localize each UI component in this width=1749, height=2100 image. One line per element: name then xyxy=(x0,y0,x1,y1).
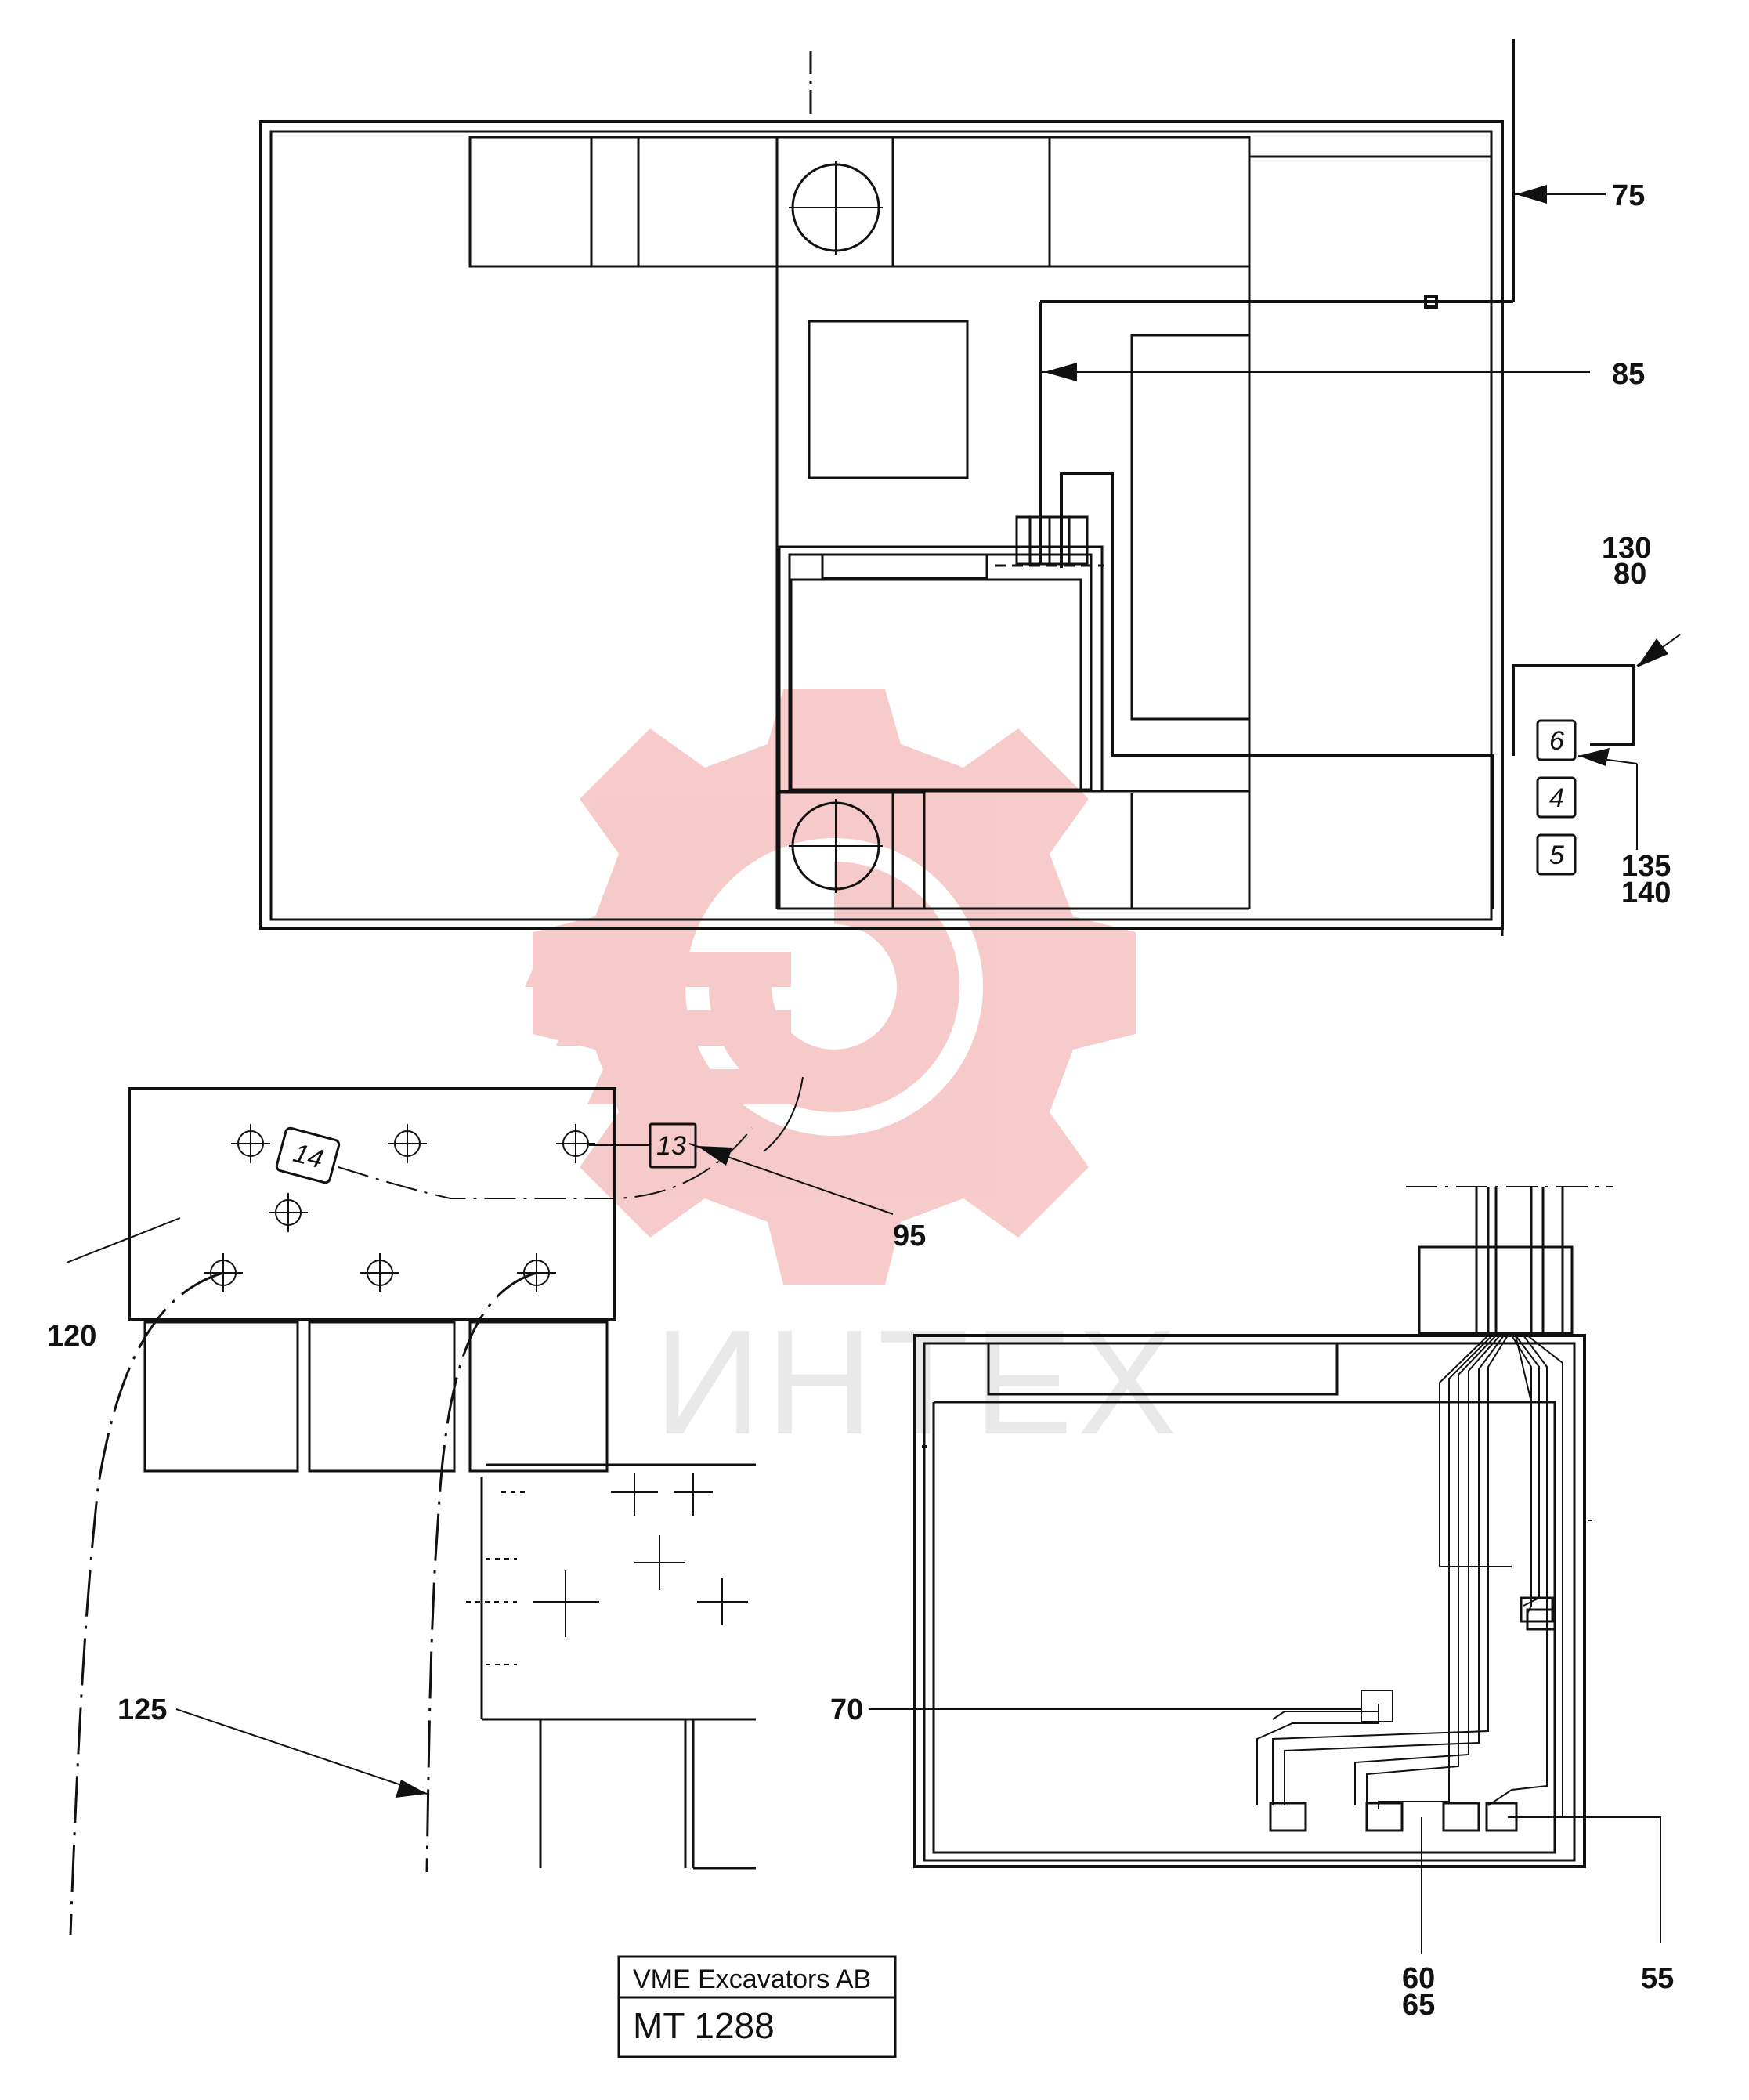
bottom-left-assembly xyxy=(69,1076,804,1936)
callout-80: 80 xyxy=(1613,558,1646,591)
bottom-right-panel xyxy=(913,1186,1613,1868)
callout-95: 95 xyxy=(893,1220,926,1252)
callout-140: 140 xyxy=(1621,877,1671,909)
callout-65: 65 xyxy=(1402,1989,1435,2022)
callout-85: 85 xyxy=(1612,358,1645,391)
title-block-company: VME Excavators AB xyxy=(633,1964,871,1994)
callout-130: 130 xyxy=(1602,532,1651,565)
top-panel xyxy=(259,39,1635,936)
callout-70: 70 xyxy=(830,1693,863,1726)
tag-13: 13 xyxy=(656,1131,686,1161)
tag-14: 14 xyxy=(290,1138,326,1174)
wrench-shape xyxy=(709,862,959,1112)
callout-135: 135 xyxy=(1621,850,1671,883)
tag-5: 5 xyxy=(1549,840,1564,870)
callout-55: 55 xyxy=(1641,1962,1674,1995)
tag-4: 4 xyxy=(1549,783,1564,813)
callout-120: 120 xyxy=(47,1320,96,1353)
title-block-code: MT 1288 xyxy=(633,2005,775,2046)
tag-6: 6 xyxy=(1549,726,1564,756)
drawing-lines xyxy=(66,39,1681,1954)
callout-60: 60 xyxy=(1402,1962,1435,1995)
watermark-text: ИНТЕХ xyxy=(654,1299,1181,1466)
callout-125: 125 xyxy=(117,1693,167,1726)
callout-75: 75 xyxy=(1612,179,1645,212)
title-block: VME Excavators AB MT 1288 xyxy=(617,1955,897,2058)
